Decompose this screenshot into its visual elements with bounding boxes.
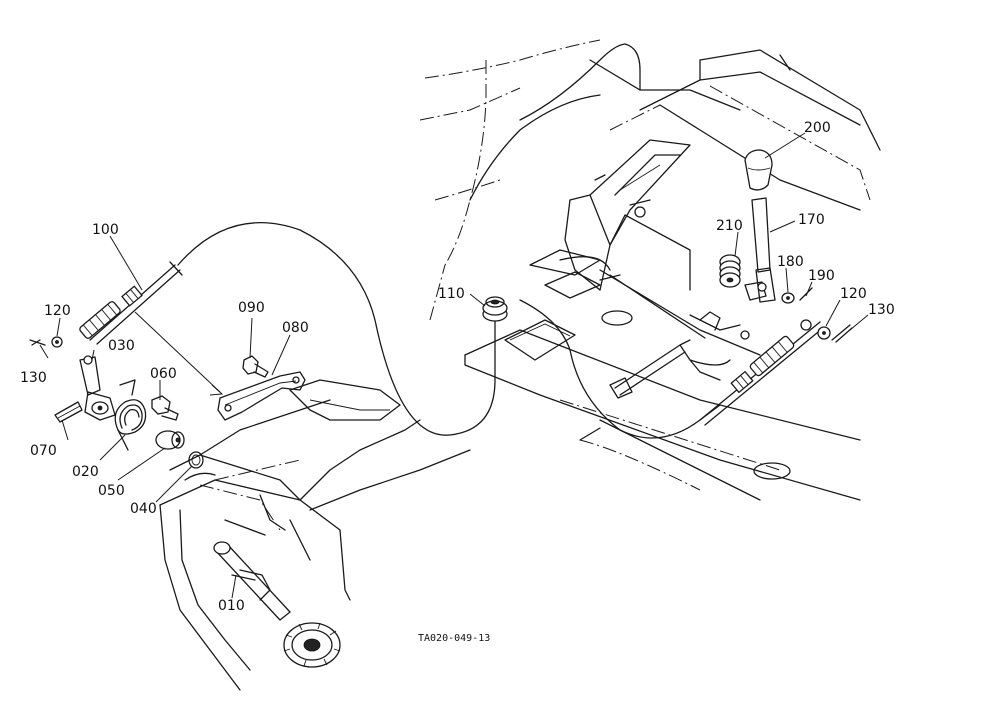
cable-end-100 xyxy=(79,261,183,345)
snap-ring-040 xyxy=(188,451,204,469)
grommet-110 xyxy=(482,296,508,322)
callout-080: 080 xyxy=(282,320,309,336)
pin-190 xyxy=(799,287,813,301)
callout-110: 110 xyxy=(438,286,465,302)
callout-010: 010 xyxy=(218,598,245,614)
cable-end-right xyxy=(699,319,824,426)
callout-180: 180 xyxy=(777,254,804,270)
callout-labels: 100 120 130 030 060 070 020 050 040 090 … xyxy=(20,120,895,644)
pin-130-left xyxy=(29,339,46,346)
callout-170: 170 xyxy=(798,212,825,228)
callout-100: 100 xyxy=(92,222,119,238)
callout-120-left: 120 xyxy=(44,303,71,319)
bracket-080 xyxy=(217,371,306,421)
throttle-cable xyxy=(134,222,721,439)
callout-070: 070 xyxy=(30,443,57,459)
lever-170 xyxy=(744,197,776,303)
pin-070 xyxy=(54,401,83,423)
washer-180 xyxy=(781,292,795,304)
callout-030: 030 xyxy=(108,338,135,354)
callout-130-left: 130 xyxy=(20,370,47,386)
callout-130-right: 130 xyxy=(868,302,895,318)
spring-210 xyxy=(719,254,741,288)
knob-200 xyxy=(744,149,773,191)
callout-210: 210 xyxy=(716,218,743,234)
callout-090: 090 xyxy=(238,300,265,316)
callout-020: 020 xyxy=(72,464,99,480)
pin-130-right xyxy=(831,324,853,343)
callout-200: 200 xyxy=(804,120,831,136)
lever-030 xyxy=(79,355,116,421)
callout-190: 190 xyxy=(808,268,835,284)
tractor-body-outline xyxy=(159,39,881,691)
callout-050: 050 xyxy=(98,483,125,499)
washer-120-right xyxy=(817,326,831,340)
spring-020 xyxy=(114,379,147,451)
reference-code: TA020-049-13 xyxy=(418,633,490,644)
callout-040: 040 xyxy=(130,501,157,517)
callout-120-right: 120 xyxy=(840,286,867,302)
leader-lines xyxy=(39,132,869,599)
shaft-010 xyxy=(213,541,341,668)
bolt-060 xyxy=(151,395,179,421)
callout-060: 060 xyxy=(150,366,177,382)
collar-050 xyxy=(155,430,185,450)
bolt-090 xyxy=(242,355,269,378)
